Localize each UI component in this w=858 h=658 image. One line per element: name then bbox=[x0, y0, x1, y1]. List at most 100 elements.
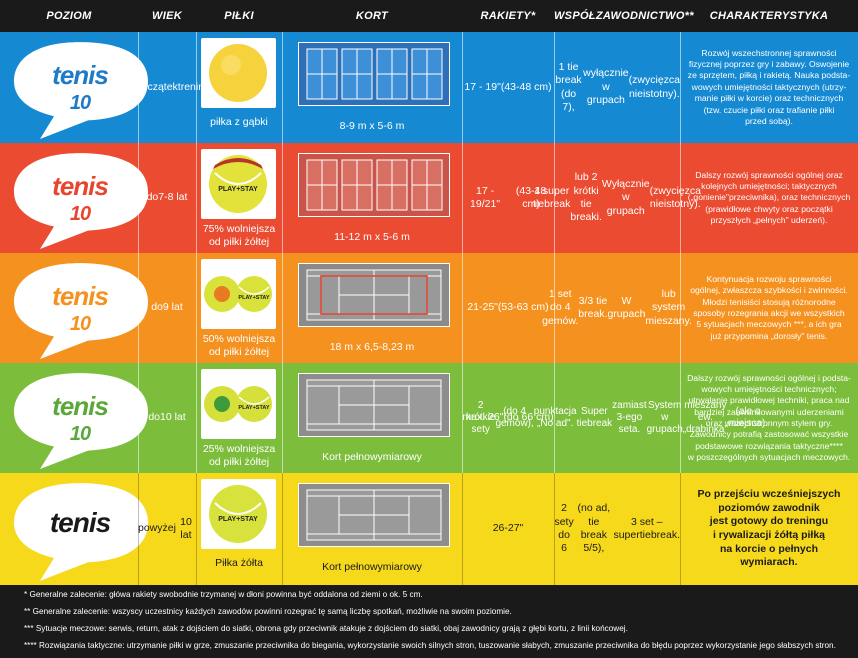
characteristics-line: (prawidłowe chwyty oraz początki bbox=[705, 203, 833, 214]
court-caption: Kort pełnowymiarowy bbox=[322, 451, 422, 463]
logo-number: 10 bbox=[69, 312, 91, 335]
logo-text: tenis bbox=[52, 60, 109, 90]
court-diagram bbox=[298, 483, 450, 547]
characteristics-line: w poszczególnych sytuacjach meczowych. bbox=[687, 452, 851, 463]
column-divider bbox=[462, 143, 463, 253]
competition-line: 2 krótkie sety bbox=[465, 400, 496, 435]
court-lines-icon bbox=[306, 269, 442, 321]
header-wspolzawodnictwo: WSPÓŁZAWODNICTWO** bbox=[554, 10, 694, 22]
tennis-ball-icon: PLAY+STAY bbox=[204, 386, 272, 422]
column-divider bbox=[554, 253, 555, 363]
characteristics-line: Dalszy rozwój sprawności ogólnej i podst… bbox=[687, 372, 851, 383]
ball-caption-line: piłka z gąbki bbox=[210, 116, 268, 128]
column-divider bbox=[282, 473, 283, 585]
characteristics-line: przed sobą). bbox=[745, 115, 793, 126]
competition-line: (zwycięzca nieistotny). bbox=[628, 74, 680, 100]
racket-line: 17 - 19/21" bbox=[470, 184, 501, 210]
ball-caption-line: 50% wolniejsza bbox=[202, 333, 276, 345]
column-divider bbox=[196, 473, 197, 585]
ball-caption-line: 75% wolniejsza bbox=[202, 223, 276, 235]
competition-line: 3 set – supertiebreak. bbox=[613, 515, 681, 541]
column-divider bbox=[196, 253, 197, 363]
racket-line: 21-25" bbox=[467, 301, 498, 314]
footnote-1: * Generalne zalecenie: główa rakiety swo… bbox=[24, 590, 423, 599]
racket-line: 26-27" bbox=[492, 522, 524, 535]
logo-text: tenis bbox=[52, 171, 109, 201]
speech-bubble bbox=[14, 373, 148, 469]
competition-line: wyłącznie w grupach bbox=[583, 67, 629, 107]
logo-text: tenis bbox=[52, 281, 109, 311]
competition-line: (no ad, tie break 5/5), bbox=[577, 502, 611, 555]
characteristics-line: wymiarach. bbox=[740, 556, 798, 569]
ball-image: PLAY+STAY bbox=[201, 259, 276, 329]
column-divider bbox=[138, 363, 139, 473]
column-divider bbox=[282, 253, 283, 363]
court-caption: 8-9 m x 5-6 m bbox=[339, 120, 405, 132]
logo-number: 10 bbox=[69, 91, 91, 114]
court-caption: Kort pełnowymiarowy bbox=[322, 561, 422, 573]
characteristics-line: Młodzi tenisiści stosują różnorodne bbox=[702, 296, 836, 307]
characteristics-line: utrwalanie prawidłowej techniki, praca n… bbox=[688, 395, 850, 406]
competition-line: 2 sety do 6 bbox=[554, 502, 574, 555]
column-divider bbox=[680, 32, 681, 143]
column-divider bbox=[554, 32, 555, 143]
competition-line: System w grupach bbox=[646, 400, 683, 435]
racket-line: max. 26" bbox=[462, 411, 504, 424]
racket-line: (43-48 cm) bbox=[515, 184, 547, 210]
competition-line: 3/3 tie break. bbox=[578, 294, 608, 320]
ball-caption: piłka z gąbki bbox=[196, 116, 282, 129]
header-poziom: POZIOM bbox=[46, 10, 92, 22]
racket-cell: 17 - 19/21" (43-48 cm) bbox=[462, 143, 554, 253]
court-lines-icon bbox=[306, 379, 442, 431]
characteristics-line: kolejnych umiejętności; taktycznych bbox=[701, 180, 837, 191]
competition-line: W grupach bbox=[607, 294, 646, 320]
competition-line: 1 set do 4 gemów. bbox=[542, 287, 579, 327]
column-divider bbox=[282, 363, 283, 473]
court-diagram bbox=[298, 153, 450, 217]
characteristics-line: wowych umiejętności technicznych; bbox=[701, 383, 837, 394]
column-divider bbox=[680, 363, 681, 473]
characteristics-line: poziomów zawodnik bbox=[718, 501, 820, 514]
characteristics-line: manie piłki w korcie) oraz technicznych bbox=[694, 93, 844, 104]
characteristics-line: Zawodnicy potrafią zastosować wszystkie bbox=[689, 429, 849, 440]
column-divider bbox=[462, 473, 463, 585]
column-divider bbox=[554, 143, 555, 253]
court-diagram bbox=[298, 263, 450, 327]
characteristics-line: podstawowe rozwiązania taktyczne**** bbox=[695, 440, 843, 451]
svg-text:PLAY+STAY: PLAY+STAY bbox=[238, 405, 269, 411]
competition-line: 1 tie break (do 7), bbox=[555, 60, 582, 113]
court-lines-icon bbox=[306, 48, 443, 100]
characteristics-line: sposoby rozegrania akcji we wszystkich bbox=[693, 308, 845, 318]
competition-cell: 2 krótkie sety(do 4 gemów),punktacja „No… bbox=[466, 363, 768, 473]
column-divider bbox=[680, 473, 681, 585]
age-line: 5-6 lat bbox=[121, 67, 133, 107]
racket-line: (do 66 cm) bbox=[503, 411, 554, 424]
footnotes: * Generalne zalecenie: główa rakiety swo… bbox=[0, 585, 858, 658]
court-caption: 18 m x 6,5-8,23 m bbox=[329, 341, 415, 353]
svg-text:PLAY+STAY: PLAY+STAY bbox=[218, 516, 258, 523]
characteristics-line: Po przejściu wcześniejszych bbox=[697, 488, 841, 501]
competition-line: mieszany ew. „drabinka" bbox=[682, 400, 729, 435]
ball-image bbox=[201, 38, 276, 108]
header-pilki: PIŁKI bbox=[224, 10, 254, 22]
characteristics-line: 5 sytuacjach meczowych ***, a ich gra bbox=[696, 319, 842, 330]
header-charakterystyka: CHARAKTERYSTYKA bbox=[709, 10, 829, 22]
competition-line: (zwycięzca nieistotny). bbox=[649, 184, 701, 210]
column-divider bbox=[282, 32, 283, 143]
column-divider bbox=[138, 32, 139, 143]
age-cell: do ok.5-6 lat(początektreningów) bbox=[107, 32, 227, 143]
characteristics-line: („gonienie"przeciwnika), oraz techniczny… bbox=[687, 192, 851, 203]
footnote-2: ** Generalne zalecenie: wszyscy uczestni… bbox=[24, 607, 512, 616]
ball-image: PLAY+STAY bbox=[201, 479, 276, 549]
